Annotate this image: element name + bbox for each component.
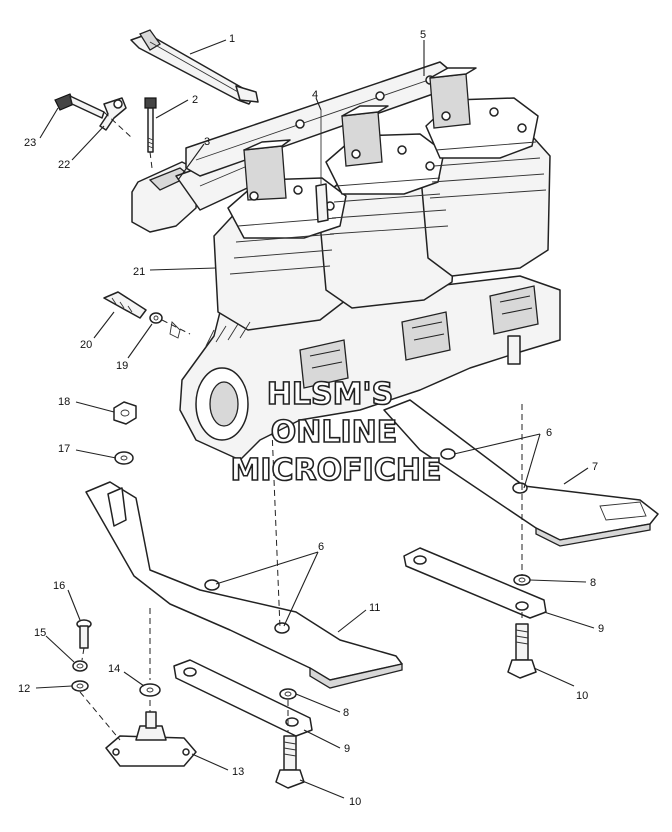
part-18-nut [113,401,137,425]
callout-20: 20 [80,339,92,351]
callout-23: 23 [24,137,36,149]
callout-11: 11 [369,602,380,614]
part-14-washer [139,683,161,697]
callout-10-upper: 10 [576,690,588,702]
part-23-bolt [54,93,105,119]
callout-12: 12 [18,683,30,695]
callout-21: 21 [133,266,145,278]
callout-22: 22 [58,159,70,171]
callout-16: 16 [53,580,65,592]
part-8-washer-upper [513,574,531,586]
callout-18: 18 [58,396,70,408]
callout-19: 19 [116,360,128,372]
callout-3: 3 [204,136,210,148]
callout-10-lower: 10 [349,796,361,808]
watermark-line-1: HLSM'S [267,377,393,412]
part-13-rubber-mount [105,711,197,767]
engine-block [179,67,561,461]
part-4-fitting [315,110,329,223]
watermark: HLSM'S ONLINE MICROFICHE [230,376,443,489]
part-1-rail [130,29,259,105]
callout-14: 14 [108,663,120,675]
callout-8-upper: 8 [590,577,596,589]
callout-6-lower: 6 [318,541,324,553]
callout-8-lower: 8 [343,707,349,719]
callout-numbers: 1 2 3 4 5 6 6 7 8 8 9 9 10 10 11 12 13 1… [18,29,604,808]
callout-9-upper: 9 [598,623,604,635]
callout-5: 5 [420,29,426,41]
part-8-washer-lower [279,688,297,700]
callout-17: 17 [58,443,70,455]
callout-7: 7 [592,461,598,473]
part-7-mount-plate [383,399,659,547]
callout-6-upper: 6 [546,427,552,439]
callout-4: 4 [312,89,318,101]
part-2-bolt [144,97,157,153]
alignment-lines [79,111,523,741]
part-11-mount-plate [85,481,403,689]
watermark-line-3: MICROFICHE [231,453,442,488]
leader-lines [35,39,595,799]
callout-9-lower: 9 [344,743,350,755]
part-9-shim-upper [403,547,547,619]
part-17-washer [114,451,134,465]
part-10-bolt-upper [507,623,537,679]
part-19-washer [149,312,191,339]
part-12-washer [71,680,89,692]
part-15-washer [72,660,88,672]
part-20-stud [103,291,147,319]
callout-2: 2 [192,94,198,106]
part-9-shim-lower [173,659,313,737]
callout-1: 1 [229,33,235,45]
callout-13: 13 [232,766,244,778]
part-22-bracket [99,97,127,131]
callout-15: 15 [34,627,46,639]
part-16-screw [76,619,92,649]
watermark-line-2: ONLINE [271,415,398,450]
part-10-bolt-lower [275,735,305,789]
